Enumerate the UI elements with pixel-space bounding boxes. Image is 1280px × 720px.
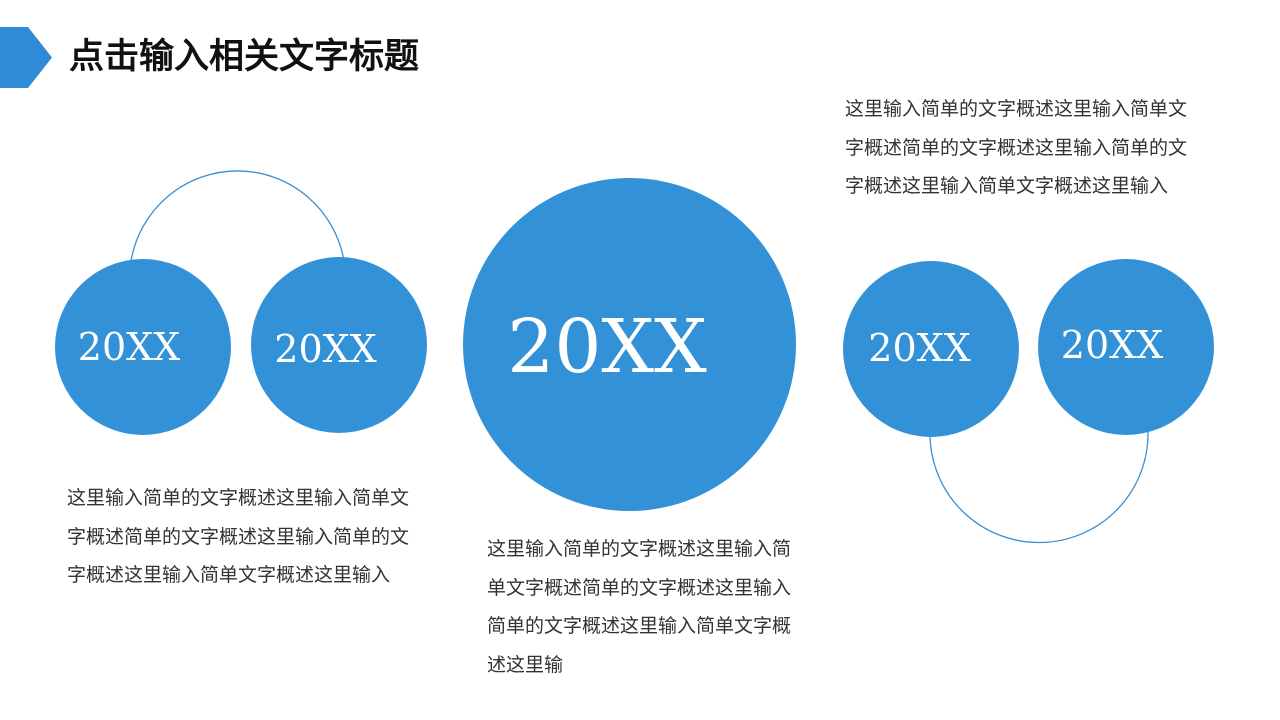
description-left: 这里输入简单的文字概述这里输入简单文字概述简单的文字概述这里输入简单的文字概述这… [67,487,410,586]
top-arc-connector [130,170,345,262]
year-circle-center: 20XX [463,178,796,511]
year-circle-3: 20XX [843,261,1019,437]
year-label: 20XX [274,327,377,371]
year-label: 20XX [507,304,707,390]
bottom-arc-connector [929,430,1149,544]
description-center: 这里输入简单的文字概述这里输入简单文字概述简单的文字概述这里输入简单的文字概述这… [487,538,792,676]
year-label: 20XX [77,325,181,369]
year-circle-2: 20XX [251,257,427,433]
year-circle-1: 20XX [55,259,231,435]
year-label: 20XX [1060,323,1164,367]
description-right: 这里输入简单的文字概述这里输入简单文字概述简单的文字概述这里输入简单的文字概述这… [845,98,1188,197]
year-label: 20XX [868,326,971,370]
year-circle-4: 20XX [1038,259,1214,435]
page-title: 点击输入相关文字标题 [69,36,420,77]
